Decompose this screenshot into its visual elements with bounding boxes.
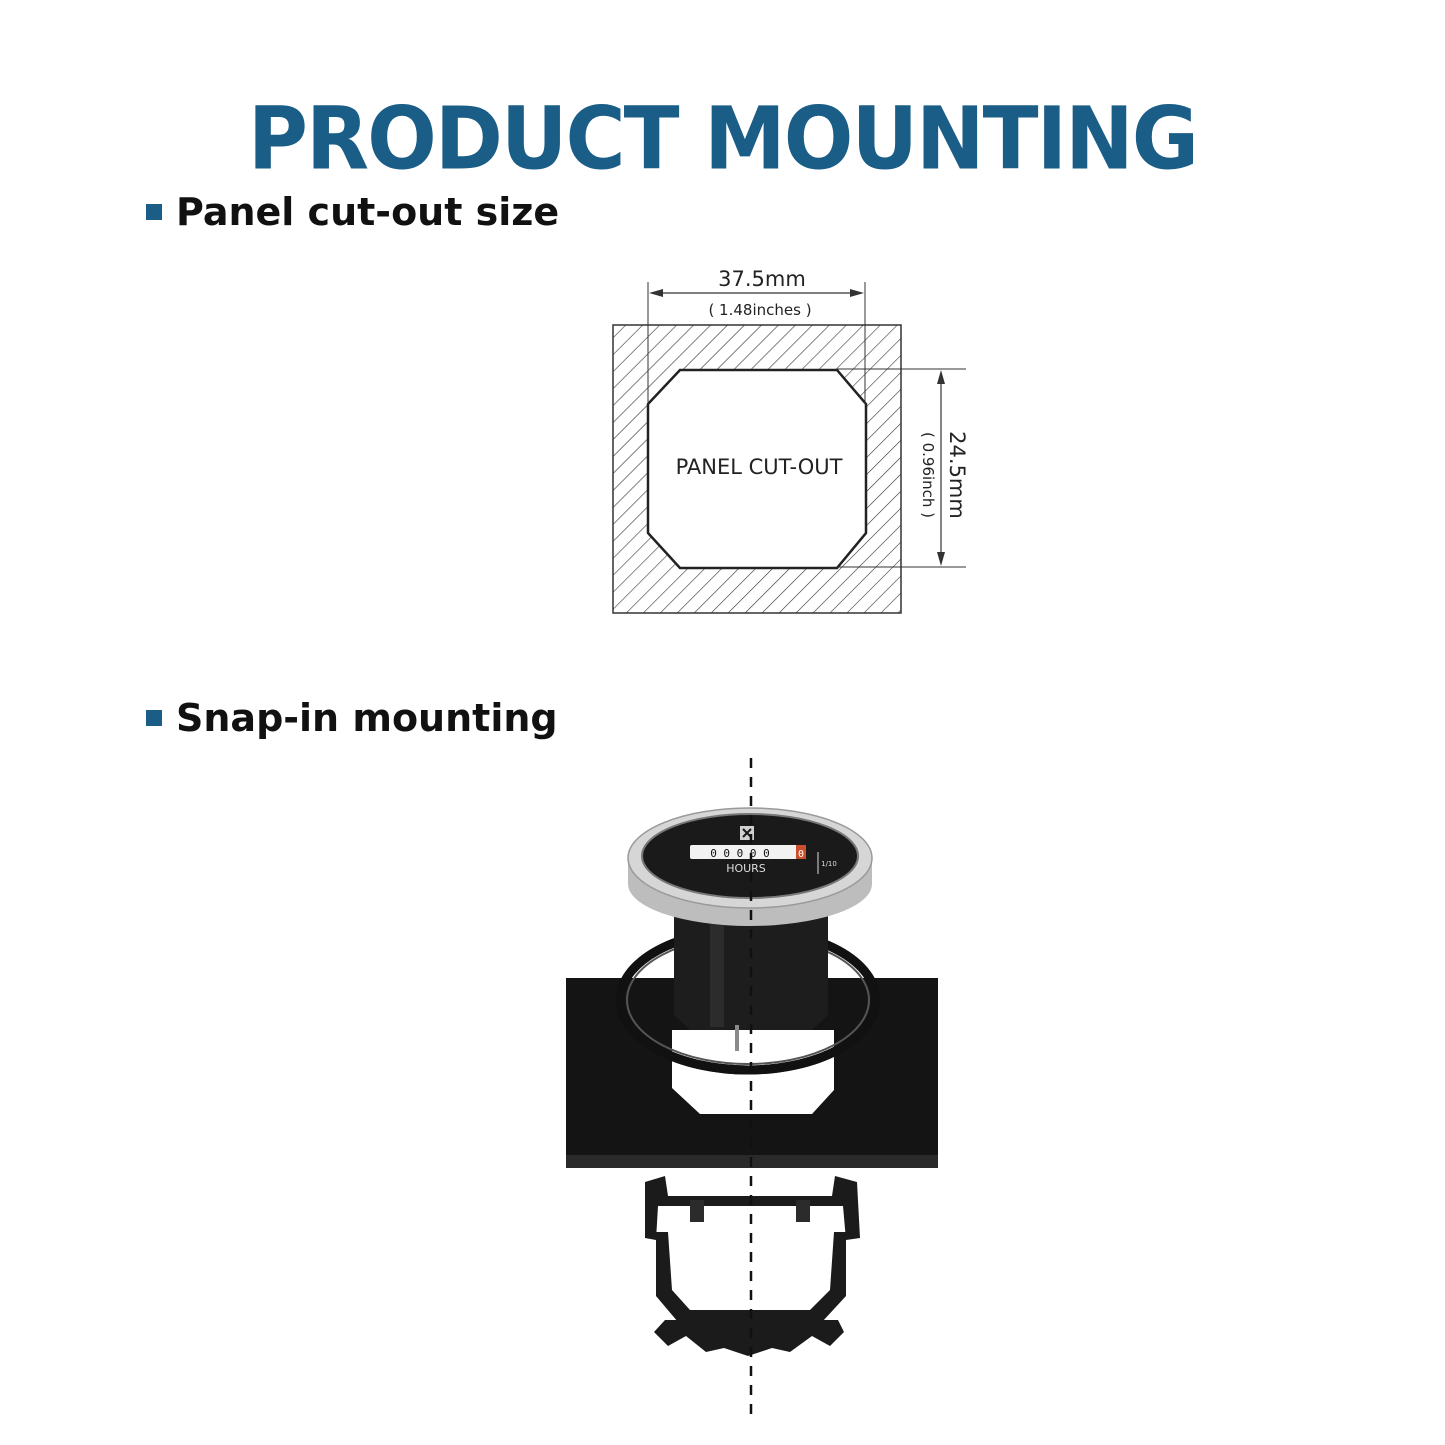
cutout-center-label: PANEL CUT-OUT — [676, 455, 843, 479]
section-label: Snap-in mounting — [176, 696, 558, 740]
counter-last-digit: 0 — [798, 849, 804, 860]
height-mm-label: 24.5mm — [945, 431, 969, 519]
width-dimension — [647, 282, 866, 404]
height-inch-label: ( 0.96inch ) — [919, 432, 937, 518]
bullet-square-icon — [146, 710, 162, 726]
section-label: Panel cut-out size — [176, 190, 560, 234]
section-heading-snap-in: Snap-in mounting — [146, 696, 558, 740]
cutout-opening — [646, 368, 868, 570]
width-mm-label: 37.5mm — [718, 267, 806, 291]
snap-in-illustration: 0 0 0 0 0 0 HOURS 1/10 — [566, 758, 938, 1420]
snap-in-bracket — [645, 1176, 860, 1356]
hours-label: HOURS — [726, 862, 766, 875]
height-dimension — [837, 368, 966, 568]
page-title: PRODUCT MOUNTING — [247, 89, 1199, 190]
counter-digits: 0 0 0 0 0 — [710, 847, 770, 860]
bullet-square-icon — [146, 204, 162, 220]
fraction-label: 1/10 — [821, 860, 837, 868]
width-inch-label: ( 1.48inches ) — [708, 301, 811, 319]
section-heading-cutout: Panel cut-out size — [146, 190, 559, 234]
